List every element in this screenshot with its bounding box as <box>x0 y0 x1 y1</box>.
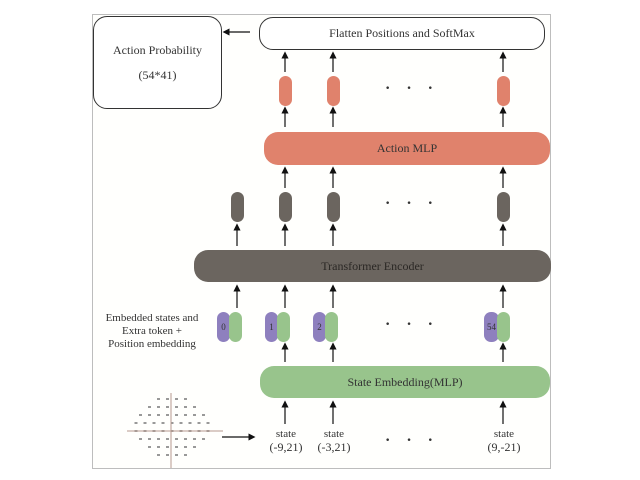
position-token-0: 0 <box>217 312 230 342</box>
caption-line-2: Extra token + <box>122 325 182 337</box>
encoded-token-0 <box>231 192 244 222</box>
position-token-54: 54 <box>484 312 499 342</box>
grid-cell <box>148 406 151 408</box>
grid-cell <box>188 422 192 424</box>
flatten-softmax-box: Flatten Positions and SoftMax <box>259 17 545 50</box>
grid-cell <box>197 422 201 424</box>
grid-cell <box>148 446 151 448</box>
grid-cell <box>166 414 169 416</box>
grid-cell <box>166 438 169 440</box>
state-coord-n: (9,-21) <box>487 440 521 454</box>
grid-cell <box>193 446 196 448</box>
grid-cell <box>193 438 196 440</box>
action-token-n <box>497 76 510 106</box>
grid-cell <box>157 454 160 456</box>
embedded-extra-token <box>229 312 242 342</box>
grid-cell <box>152 422 156 424</box>
grid-cell <box>157 398 160 400</box>
grid-cell <box>143 422 147 424</box>
grid-cell <box>157 446 160 448</box>
state-coord-1: (-9,21) <box>269 440 303 454</box>
grid-cell <box>139 438 142 440</box>
state-label-1: state (-9,21) <box>262 428 310 454</box>
grid-cell <box>134 422 138 424</box>
state-label-2: state (-3,21) <box>310 428 358 454</box>
grid-cell <box>184 454 187 456</box>
state-coord-2: (-3,21) <box>317 440 351 454</box>
encoded-token-1 <box>279 192 292 222</box>
grid-cell <box>202 414 205 416</box>
grid-cell <box>184 414 187 416</box>
state-label-n: state (9,-21) <box>480 428 528 454</box>
grid-cell <box>175 454 178 456</box>
caption-line-1: Embedded states and <box>105 312 199 324</box>
grid-cell <box>175 406 178 408</box>
embedded-state-token-1 <box>277 312 290 342</box>
grid-cell <box>184 398 187 400</box>
grid-cell <box>206 422 210 424</box>
grid-cell <box>175 446 178 448</box>
action-token-2 <box>327 76 340 106</box>
flatten-softmax-label: Flatten Positions and SoftMax <box>329 26 475 40</box>
grid-cell <box>166 454 169 456</box>
embedded-state-token-2 <box>325 312 338 342</box>
grid-cell <box>139 414 142 416</box>
grid-cell <box>202 438 205 440</box>
grid-cell <box>179 422 183 424</box>
state-embedding-block: State Embedding(MLP) <box>260 366 550 398</box>
grid-cell <box>157 438 160 440</box>
grid-cell <box>193 406 196 408</box>
grid-cell <box>184 438 187 440</box>
state-embedding-label: State Embedding(MLP) <box>347 374 463 389</box>
grid-cell <box>157 414 160 416</box>
grid-cell <box>166 406 169 408</box>
grid-cell <box>157 406 160 408</box>
action-probability-shape: (54*41) <box>138 67 177 82</box>
state-word-n: state <box>493 428 515 440</box>
grid-cell <box>184 406 187 408</box>
encoded-token-n <box>497 192 510 222</box>
state-word-1: state <box>275 428 297 440</box>
grid-cell <box>148 414 151 416</box>
grid-cell <box>175 414 178 416</box>
position-token-2: 2 <box>313 312 326 342</box>
encoded-token-2 <box>327 192 340 222</box>
caption-line-3: Position embedding <box>108 338 196 350</box>
embedded-state-token-n <box>497 312 510 342</box>
position-token-1: 1 <box>265 312 278 342</box>
grid-cell <box>184 446 187 448</box>
transformer-encoder-label: Transformer Encoder <box>321 258 424 273</box>
grid-cell <box>148 438 151 440</box>
grid-cell <box>175 398 178 400</box>
ellipsis-encoded: · · · <box>385 195 440 212</box>
state-word-2: state <box>323 428 345 440</box>
action-mlp-block: Action MLP <box>264 132 550 165</box>
grid-cell <box>170 422 174 424</box>
ellipsis-embedded: · · · <box>385 316 440 333</box>
board-grid-icon <box>127 393 223 468</box>
ellipsis-states: · · · <box>385 432 440 449</box>
grid-cell <box>193 414 196 416</box>
action-probability-box: Action Probability (54*41) <box>93 16 222 109</box>
action-probability-title: Action Probability <box>113 42 202 57</box>
grid-cell <box>175 438 178 440</box>
embedding-caption: Embedded states and Extra token + Positi… <box>96 312 208 351</box>
grid-cell <box>166 446 169 448</box>
action-mlp-label: Action MLP <box>376 141 438 155</box>
grid-cell <box>161 422 165 424</box>
grid-cell <box>166 398 169 400</box>
transformer-encoder-block: Transformer Encoder <box>194 250 551 282</box>
action-token-1 <box>279 76 292 106</box>
ellipsis-action: · · · <box>385 80 440 97</box>
